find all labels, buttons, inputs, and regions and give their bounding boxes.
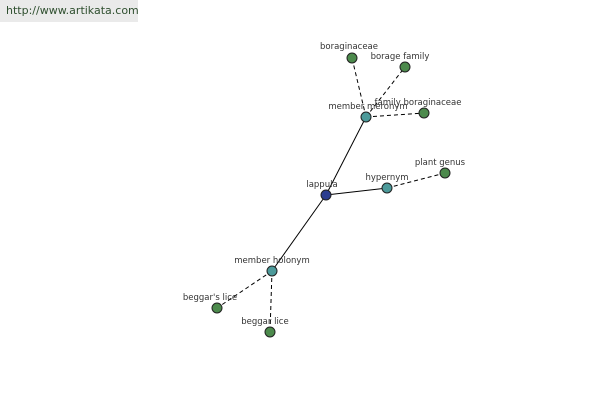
node-boraginaceae[interactable] <box>346 52 358 64</box>
label-hypernym[interactable]: hypernym <box>365 173 408 183</box>
edge-lappula-to-member-holonym <box>271 194 327 272</box>
edge-member-meronym-to-family-boraginaceae <box>365 112 425 118</box>
label-borage-family[interactable]: borage family <box>371 52 430 62</box>
edge-member-meronym-to-boraginaceae <box>351 57 367 118</box>
edge-lappula-to-member-meronym <box>325 116 367 196</box>
labels-layer: lappula member meronym hypernym member holo… <box>183 42 466 327</box>
label-boraginaceae[interactable]: boraginaceae <box>320 42 378 52</box>
label-beggar-lice[interactable]: beggar lice <box>241 317 288 327</box>
node-hypernym[interactable] <box>381 182 393 194</box>
node-member-holonym[interactable] <box>266 265 278 277</box>
edge-hypernym-to-plant-genus <box>386 172 446 189</box>
node-borage-family[interactable] <box>399 61 411 73</box>
edge-member-holonym-to-beggar-lice <box>269 270 273 333</box>
label-member-meronym[interactable]: member meronym <box>328 102 407 112</box>
edge-lappula-to-hypernym <box>325 187 388 196</box>
label-plant-genus[interactable]: plant genus <box>415 158 466 168</box>
label-family-boraginaceae[interactable]: family boraginaceae <box>375 98 462 108</box>
node-beggars-lice-1[interactable] <box>211 302 223 314</box>
nodes-layer <box>211 52 451 338</box>
node-member-meronym[interactable] <box>360 111 372 123</box>
label-member-holonym[interactable]: member holonym <box>234 256 309 266</box>
node-lappula[interactable] <box>320 189 332 201</box>
node-family-boraginaceae[interactable] <box>418 107 430 119</box>
node-plant-genus[interactable] <box>439 167 451 179</box>
url-banner: http://www.artikata.com <box>0 0 139 22</box>
site-url-link[interactable]: http://www.artikata.com <box>6 4 139 17</box>
edges-layer <box>216 57 446 333</box>
node-beggar-lice[interactable] <box>264 326 276 338</box>
label-beggars-lice-1[interactable]: beggar's lice <box>183 293 237 303</box>
label-lappula[interactable]: lappula <box>306 180 337 190</box>
edge-member-meronym-to-borage-family <box>365 66 406 118</box>
